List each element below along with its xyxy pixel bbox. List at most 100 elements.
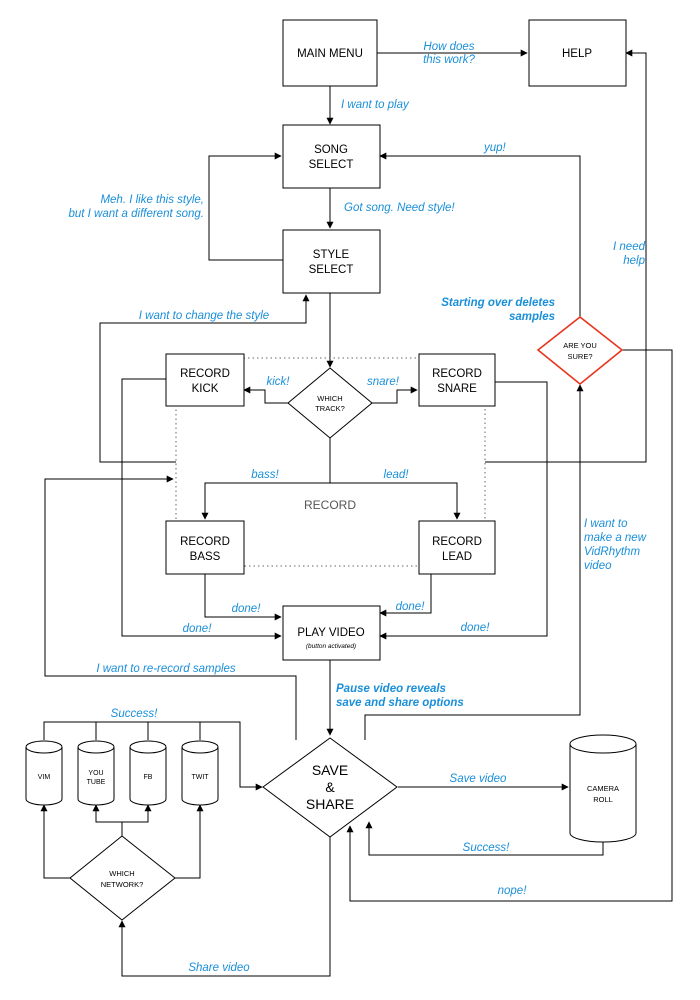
- label-done-lead: done!: [396, 601, 426, 613]
- help-label: HELP: [562, 48, 592, 60]
- label-success-bottom: Success!: [463, 842, 510, 854]
- edge-network-mid2: [122, 804, 152, 823]
- edge-network-mid: [92, 804, 123, 836]
- record-kick-line1: RECORD: [180, 368, 230, 380]
- camera-roll-line1: CAMERA: [587, 784, 619, 793]
- save-share-node[interactable]: SAVE & SHARE: [262, 737, 398, 838]
- which-network-node[interactable]: WHICH NETWORK?: [69, 835, 176, 921]
- camera-roll-node[interactable]: CAMERA ROLL: [569, 734, 637, 843]
- record-lead-line2: LEAD: [442, 551, 472, 563]
- record-kick-line2: KICK: [192, 383, 219, 395]
- edge-rerecord: [44, 475, 297, 740]
- style-select-line1: STYLE: [313, 249, 350, 261]
- label-want-to-play: I want to play: [341, 99, 410, 111]
- play-video-label: PLAY VIDEO: [297, 627, 364, 639]
- label-how-does-2: this work?: [423, 54, 475, 66]
- record-kick-node[interactable]: RECORD KICK: [165, 353, 245, 407]
- style-select-node[interactable]: STYLE SELECT: [282, 229, 381, 294]
- edge-to-bass-lead: [201, 437, 331, 520]
- edge-share-video: [118, 836, 331, 977]
- label-change-style: I want to change the style: [139, 310, 269, 322]
- save-share-line2: &: [325, 779, 335, 795]
- edge-to-snare: [372, 386, 418, 404]
- fb-node[interactable]: FB: [129, 740, 167, 806]
- vim-node[interactable]: VIM: [25, 740, 63, 806]
- label-share-video: Share video: [188, 962, 250, 974]
- help-node[interactable]: HELP: [528, 19, 627, 87]
- record-snare-line2: SNARE: [437, 383, 477, 395]
- record-bass-node[interactable]: RECORD BASS: [165, 520, 245, 575]
- edges: [40, 49, 673, 977]
- label-rerecord: I want to re-record samples: [96, 663, 236, 675]
- record-bass-line2: BASS: [190, 551, 221, 563]
- youtube-line1: YOU: [88, 770, 103, 777]
- record-snare-line1: RECORD: [432, 368, 482, 380]
- youtube-node[interactable]: YOU TUBE: [77, 740, 115, 806]
- which-track-line2: TRACK?: [315, 404, 345, 413]
- record-lead-node[interactable]: RECORD LEAD: [418, 520, 496, 575]
- label-yup: yup!: [483, 142, 507, 154]
- label-how-does-1: How does: [423, 41, 474, 53]
- which-network-line1: WHICH: [109, 869, 134, 878]
- edge-network-left: [40, 804, 70, 879]
- edge-style-to-song: [208, 152, 283, 261]
- label-starting-over-1: Starting over deletes: [441, 297, 555, 309]
- play-video-sublabel: (button activated): [306, 643, 356, 650]
- label-got-song: Got song. Need style!: [344, 202, 455, 214]
- label-done-kick: done!: [183, 623, 213, 635]
- edge-camera-success: [365, 821, 604, 856]
- edge-to-help: [485, 49, 647, 463]
- are-you-sure-line1: ARE YOU: [563, 341, 597, 350]
- edge-to-lead: [330, 482, 461, 520]
- youtube-line2: TUBE: [87, 779, 106, 786]
- label-new-video-2: make a new: [584, 532, 647, 544]
- record-group-border: [175, 357, 486, 567]
- label-need-help-1: I need: [613, 241, 646, 253]
- label-save-video: Save video: [450, 773, 508, 785]
- which-network-line2: NETWORK?: [101, 880, 144, 889]
- label-kick: kick!: [267, 376, 291, 388]
- save-share-line3: SHARE: [306, 796, 354, 812]
- edge-sure-to-song: [379, 152, 581, 317]
- label-new-video-4: video: [584, 560, 612, 572]
- edge-services-success: [43, 721, 201, 740]
- twit-node[interactable]: TWIT: [181, 740, 219, 806]
- label-pause-video-2: save and share options: [336, 697, 464, 709]
- label-done-snare: done!: [461, 622, 491, 634]
- label-meh-2: but I want a different song.: [68, 208, 204, 220]
- label-snare: snare!: [367, 376, 400, 388]
- label-meh-1: Meh. I like this style,: [100, 194, 204, 206]
- edge-to-kick: [243, 386, 289, 404]
- are-you-sure-node[interactable]: ARE YOU SURE?: [536, 315, 624, 386]
- label-new-video-1: I want to: [584, 518, 628, 530]
- edge-kick-done: [121, 378, 282, 640]
- fb-label: FB: [144, 774, 153, 781]
- record-snare-node[interactable]: RECORD SNARE: [418, 353, 496, 407]
- which-track-node[interactable]: WHICH TRACK?: [287, 367, 373, 439]
- edge-labels: How does this work? I want to play yup! …: [68, 41, 646, 974]
- nodes: MAIN MENU HELP SONG SELECT STYLE SELECT …: [25, 19, 637, 921]
- play-video-node[interactable]: PLAY VIDEO (button activated): [282, 605, 381, 661]
- label-new-video-3: VidRhythm: [584, 546, 640, 558]
- label-need-help-2: help: [623, 255, 645, 267]
- edge-new-video: [364, 384, 584, 740]
- label-nope: nope!: [498, 885, 528, 897]
- edge-nope: [346, 349, 673, 902]
- record-group-label: RECORD: [304, 498, 356, 512]
- song-select-line1: SONG: [314, 144, 348, 156]
- camera-roll-line2: ROLL: [593, 795, 613, 804]
- label-starting-over-2: samples: [509, 311, 555, 323]
- main-menu-node[interactable]: MAIN MENU: [282, 19, 378, 87]
- edge-change-style: [99, 294, 310, 463]
- label-done-bass: done!: [232, 603, 262, 615]
- song-select-node[interactable]: SONG SELECT: [282, 124, 381, 189]
- twit-label: TWIT: [191, 774, 209, 781]
- edge-lead-done: [379, 574, 432, 617]
- are-you-sure-line2: SURE?: [567, 352, 592, 361]
- label-pause-video-1: Pause video reveals: [336, 683, 446, 695]
- song-select-line2: SELECT: [309, 159, 354, 171]
- label-bass: bass!: [251, 469, 279, 481]
- main-menu-label: MAIN MENU: [297, 48, 363, 60]
